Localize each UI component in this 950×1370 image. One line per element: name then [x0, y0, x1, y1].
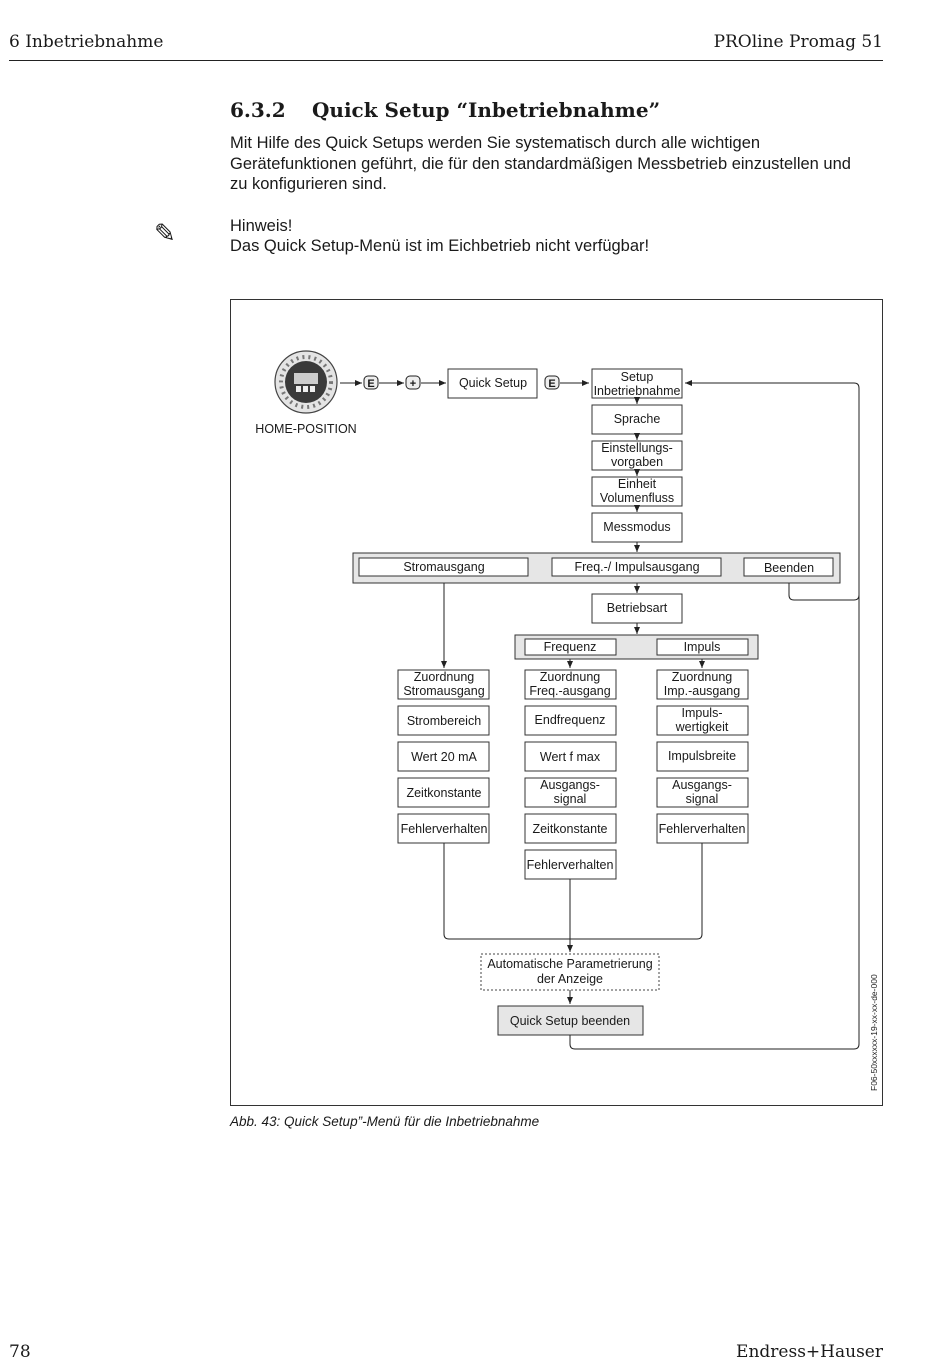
zuordnung-impuls-box: [656, 669, 749, 700]
home-position-label: HOME-POSITION: [255, 422, 356, 436]
fehlerverhalten-freq-label: Fehlerverhalten: [527, 858, 614, 872]
figure-caption: Abb. 43: Quick Setup”-Menü für die Inbet…: [230, 1114, 540, 1129]
quick-setup-label: Quick Setup: [459, 376, 527, 390]
ausgangssignal-impuls-box: [656, 777, 749, 808]
zeitkonstante-freq-box: [524, 813, 617, 844]
zuordnung-stromausgang-box: [397, 669, 490, 700]
auto-label-1: Automatische Parametrierung: [487, 957, 652, 971]
wert-fmax-box: [524, 741, 617, 772]
as-imp-label-2: signal: [686, 792, 719, 806]
zeitkonstante-strom-label: Zeitkonstante: [406, 786, 481, 800]
device-display-icon: [274, 350, 338, 414]
einheit-label-2: Volumenfluss: [600, 491, 674, 505]
endfrequenz-label: Endfrequenz: [535, 713, 606, 727]
fehlerverhalten-impuls-label: Fehlerverhalten: [659, 822, 746, 836]
section-number: 6.3.2: [230, 98, 286, 122]
quick-setup-box: [447, 368, 538, 399]
strombereich-box: [397, 705, 490, 736]
zeitkonstante-freq-label: Zeitkonstante: [532, 822, 607, 836]
wertfmax-label: Wert f max: [540, 750, 601, 764]
impulsbreite-box: [656, 741, 749, 772]
impuls-label: Impuls: [684, 640, 721, 654]
sprache-label: Sprache: [614, 412, 661, 426]
einheit-volumenfluss-box: [591, 476, 683, 507]
wert20-label: Wert 20 mA: [411, 750, 477, 764]
svg-text:E: E: [548, 378, 555, 390]
einheit-label-1: Einheit: [618, 477, 657, 491]
zf-label-2: Freq.-ausgang: [529, 684, 610, 698]
beenden-label: Beenden: [764, 561, 814, 575]
svg-text:+: +: [410, 378, 416, 390]
svg-text:E: E: [367, 378, 374, 390]
messmodus-box: [591, 512, 683, 543]
zs-label-1: Zuordnung: [414, 670, 475, 684]
as-freq-label-1: Ausgangs-: [540, 778, 600, 792]
chapter-header: 6 Inbetriebnahme: [9, 32, 164, 52]
wert-20ma-box: [397, 741, 490, 772]
setup-inbetriebnahme-box: [591, 368, 683, 399]
betriebsart-label: Betriebsart: [607, 601, 668, 615]
einst-label-1: Einstellungs-: [601, 441, 673, 455]
fehlerverhalten-impuls-box: [656, 813, 749, 844]
zf-label-1: Zuordnung: [540, 670, 601, 684]
iw-label-1: Impuls-: [682, 706, 723, 720]
fehlerverhalten-strom-label: Fehlerverhalten: [401, 822, 488, 836]
page-number: 78: [9, 1342, 31, 1362]
strombereich-label: Strombereich: [407, 714, 481, 728]
setup-label-2: Inbetriebnahme: [594, 384, 681, 398]
messmodus-label: Messmodus: [603, 520, 670, 534]
impuls-option: [656, 638, 749, 656]
qs-beenden-label: Quick Setup beenden: [510, 1014, 630, 1028]
setup-label-1: Setup: [621, 370, 654, 384]
zi-label-1: Zuordnung: [672, 670, 733, 684]
freq-impuls-option: [551, 557, 722, 577]
freq-impuls-label: Freq.-/ Impulsausgang: [574, 560, 699, 574]
fehlerverhalten-freq-box: [524, 849, 617, 880]
e-key-icon: E: [544, 375, 560, 390]
ausgangssignal-freq-box: [524, 777, 617, 808]
auto-label-2: der Anzeige: [537, 972, 603, 986]
auto-parametrierung-box: [480, 953, 660, 991]
section-title: Quick Setup “Inbetriebnahme”: [312, 98, 661, 122]
einst-label-2: vorgaben: [611, 455, 663, 469]
product-header: PROline Promag 51: [713, 32, 883, 52]
stromausgang-label: Stromausgang: [403, 560, 484, 574]
e-key-icon: E: [363, 375, 379, 390]
frequenz-option: [524, 638, 617, 656]
note-heading: Hinweis!: [230, 217, 293, 235]
iw-label-2: wertigkeit: [675, 720, 729, 734]
header-rule: [9, 60, 883, 61]
intro-paragraph: Mit Hilfe des Quick Setups werden Sie sy…: [230, 134, 851, 193]
stromausgang-option: [358, 557, 529, 577]
figure-code: F06-50xxxxxx-19-xx-xx-de-000: [869, 974, 879, 1091]
brand-footer: Endress+Hauser: [736, 1342, 883, 1362]
fehlerverhalten-strom-box: [397, 813, 490, 844]
zs-label-2: Stromausgang: [403, 684, 484, 698]
frequenz-label: Frequenz: [544, 640, 597, 654]
beenden-option: [743, 557, 834, 577]
plus-key-icon: +: [405, 375, 421, 390]
as-freq-label-2: signal: [554, 792, 587, 806]
impulswertigkeit-box: [656, 705, 749, 736]
endfrequenz-box: [524, 705, 617, 736]
quick-setup-flowchart: HOME-POSITION E + Quick Setup E Setup In…: [255, 350, 879, 1091]
as-imp-label-1: Ausgangs-: [672, 778, 732, 792]
pencil-icon: ✎: [154, 218, 176, 248]
zuordnung-freq-box: [524, 669, 617, 700]
note-text: Das Quick Setup-Menü ist im Eichbetrieb …: [230, 237, 650, 255]
betriebsart-box: [591, 593, 683, 624]
figure-frame: [230, 299, 883, 1106]
zeitkonstante-strom-box: [397, 777, 490, 808]
impulsbreite-label: Impulsbreite: [668, 749, 736, 763]
zi-label-2: Imp.-ausgang: [664, 684, 740, 698]
